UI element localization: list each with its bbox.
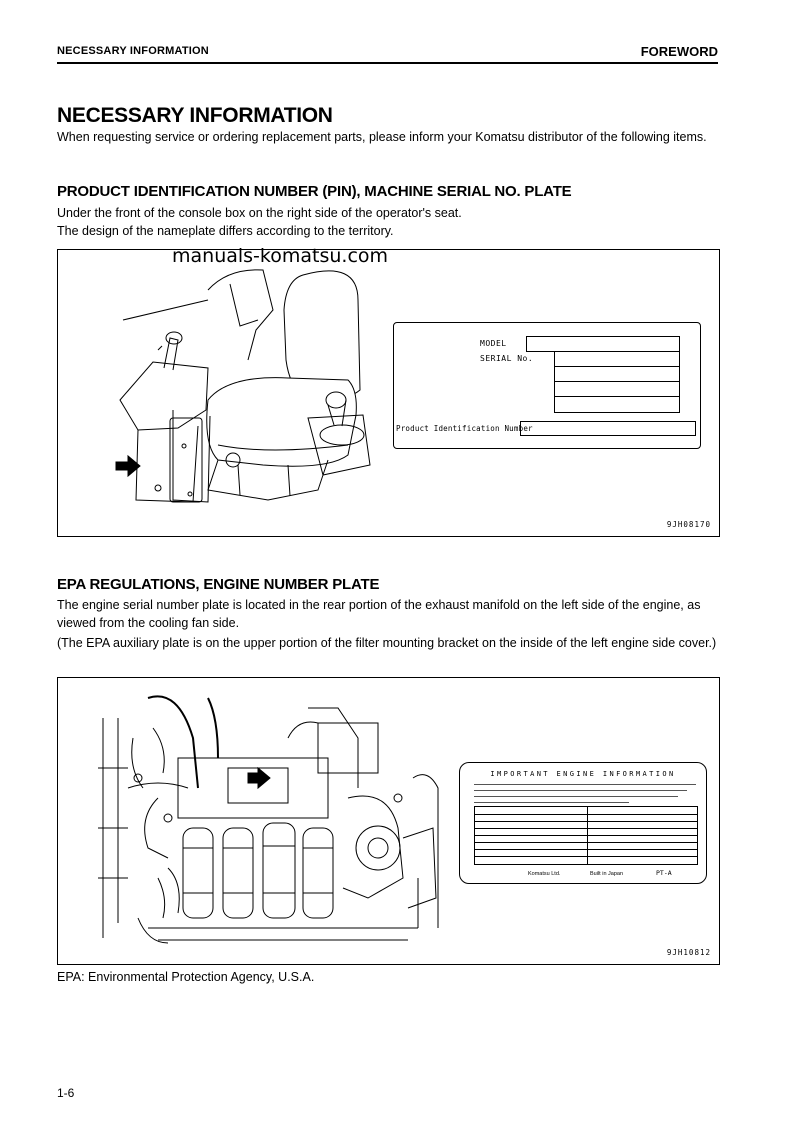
engine-plate-location-text: The engine serial number plate is locate…: [57, 598, 701, 630]
epa-definition: EPA: Environmental Protection Agency, U.…: [57, 970, 315, 984]
engine-figure: IMPORTANT ENGINE INFORMATION Komatsu Ltd…: [57, 677, 720, 965]
pin-field: [520, 421, 696, 436]
model-label: MODEL: [480, 339, 507, 348]
running-header-chapter: FOREWORD: [640, 44, 718, 59]
engine-plate-title: IMPORTANT ENGINE INFORMATION: [490, 770, 676, 778]
header-rule: [57, 62, 718, 64]
pin-heading: PRODUCT IDENTIFICATION NUMBER (PIN), MAC…: [57, 183, 572, 200]
pin-label: Product Identification Number: [396, 424, 533, 433]
engine-plate-table: [474, 806, 698, 865]
engine-plate-maker: Komatsu Ltd.: [528, 871, 561, 877]
figure-code-pin: 9JH08170: [666, 520, 711, 529]
running-header-section: NECESSARY INFORMATION: [57, 45, 209, 57]
engine-plate-fine-print: [474, 781, 696, 803]
pin-design-text: The design of the nameplate differs acco…: [57, 224, 394, 238]
machine-serial-nameplate: MODEL SERIAL No. Product Identification …: [393, 322, 701, 449]
watermark: manuals-komatsu.com: [172, 245, 389, 267]
pin-figure: MODEL SERIAL No. Product Identification …: [57, 249, 720, 537]
page-number: 1-6: [57, 1086, 75, 1100]
engine-plate-pt: PT-A: [656, 869, 672, 877]
engine-illustration: [98, 695, 439, 944]
page-title: NECESSARY INFORMATION: [57, 104, 333, 127]
model-field: [526, 336, 680, 352]
epa-heading: EPA REGULATIONS, ENGINE NUMBER PLATE: [57, 576, 380, 593]
operator-seat-illustration: [115, 269, 371, 503]
engine-information-plate: IMPORTANT ENGINE INFORMATION Komatsu Ltd…: [459, 762, 707, 884]
epa-auxiliary-plate-text: (The EPA auxiliary plate is on the upper…: [57, 636, 717, 650]
pin-location-text: Under the front of the console box on th…: [57, 206, 462, 220]
serial-field: [554, 351, 680, 413]
figure-code-engine: 9JH10812: [666, 948, 711, 957]
engine-plate-made-in: Built in Japan: [590, 871, 624, 877]
intro-paragraph: When requesting service or ordering repl…: [57, 130, 707, 144]
serial-label: SERIAL No.: [480, 354, 534, 363]
